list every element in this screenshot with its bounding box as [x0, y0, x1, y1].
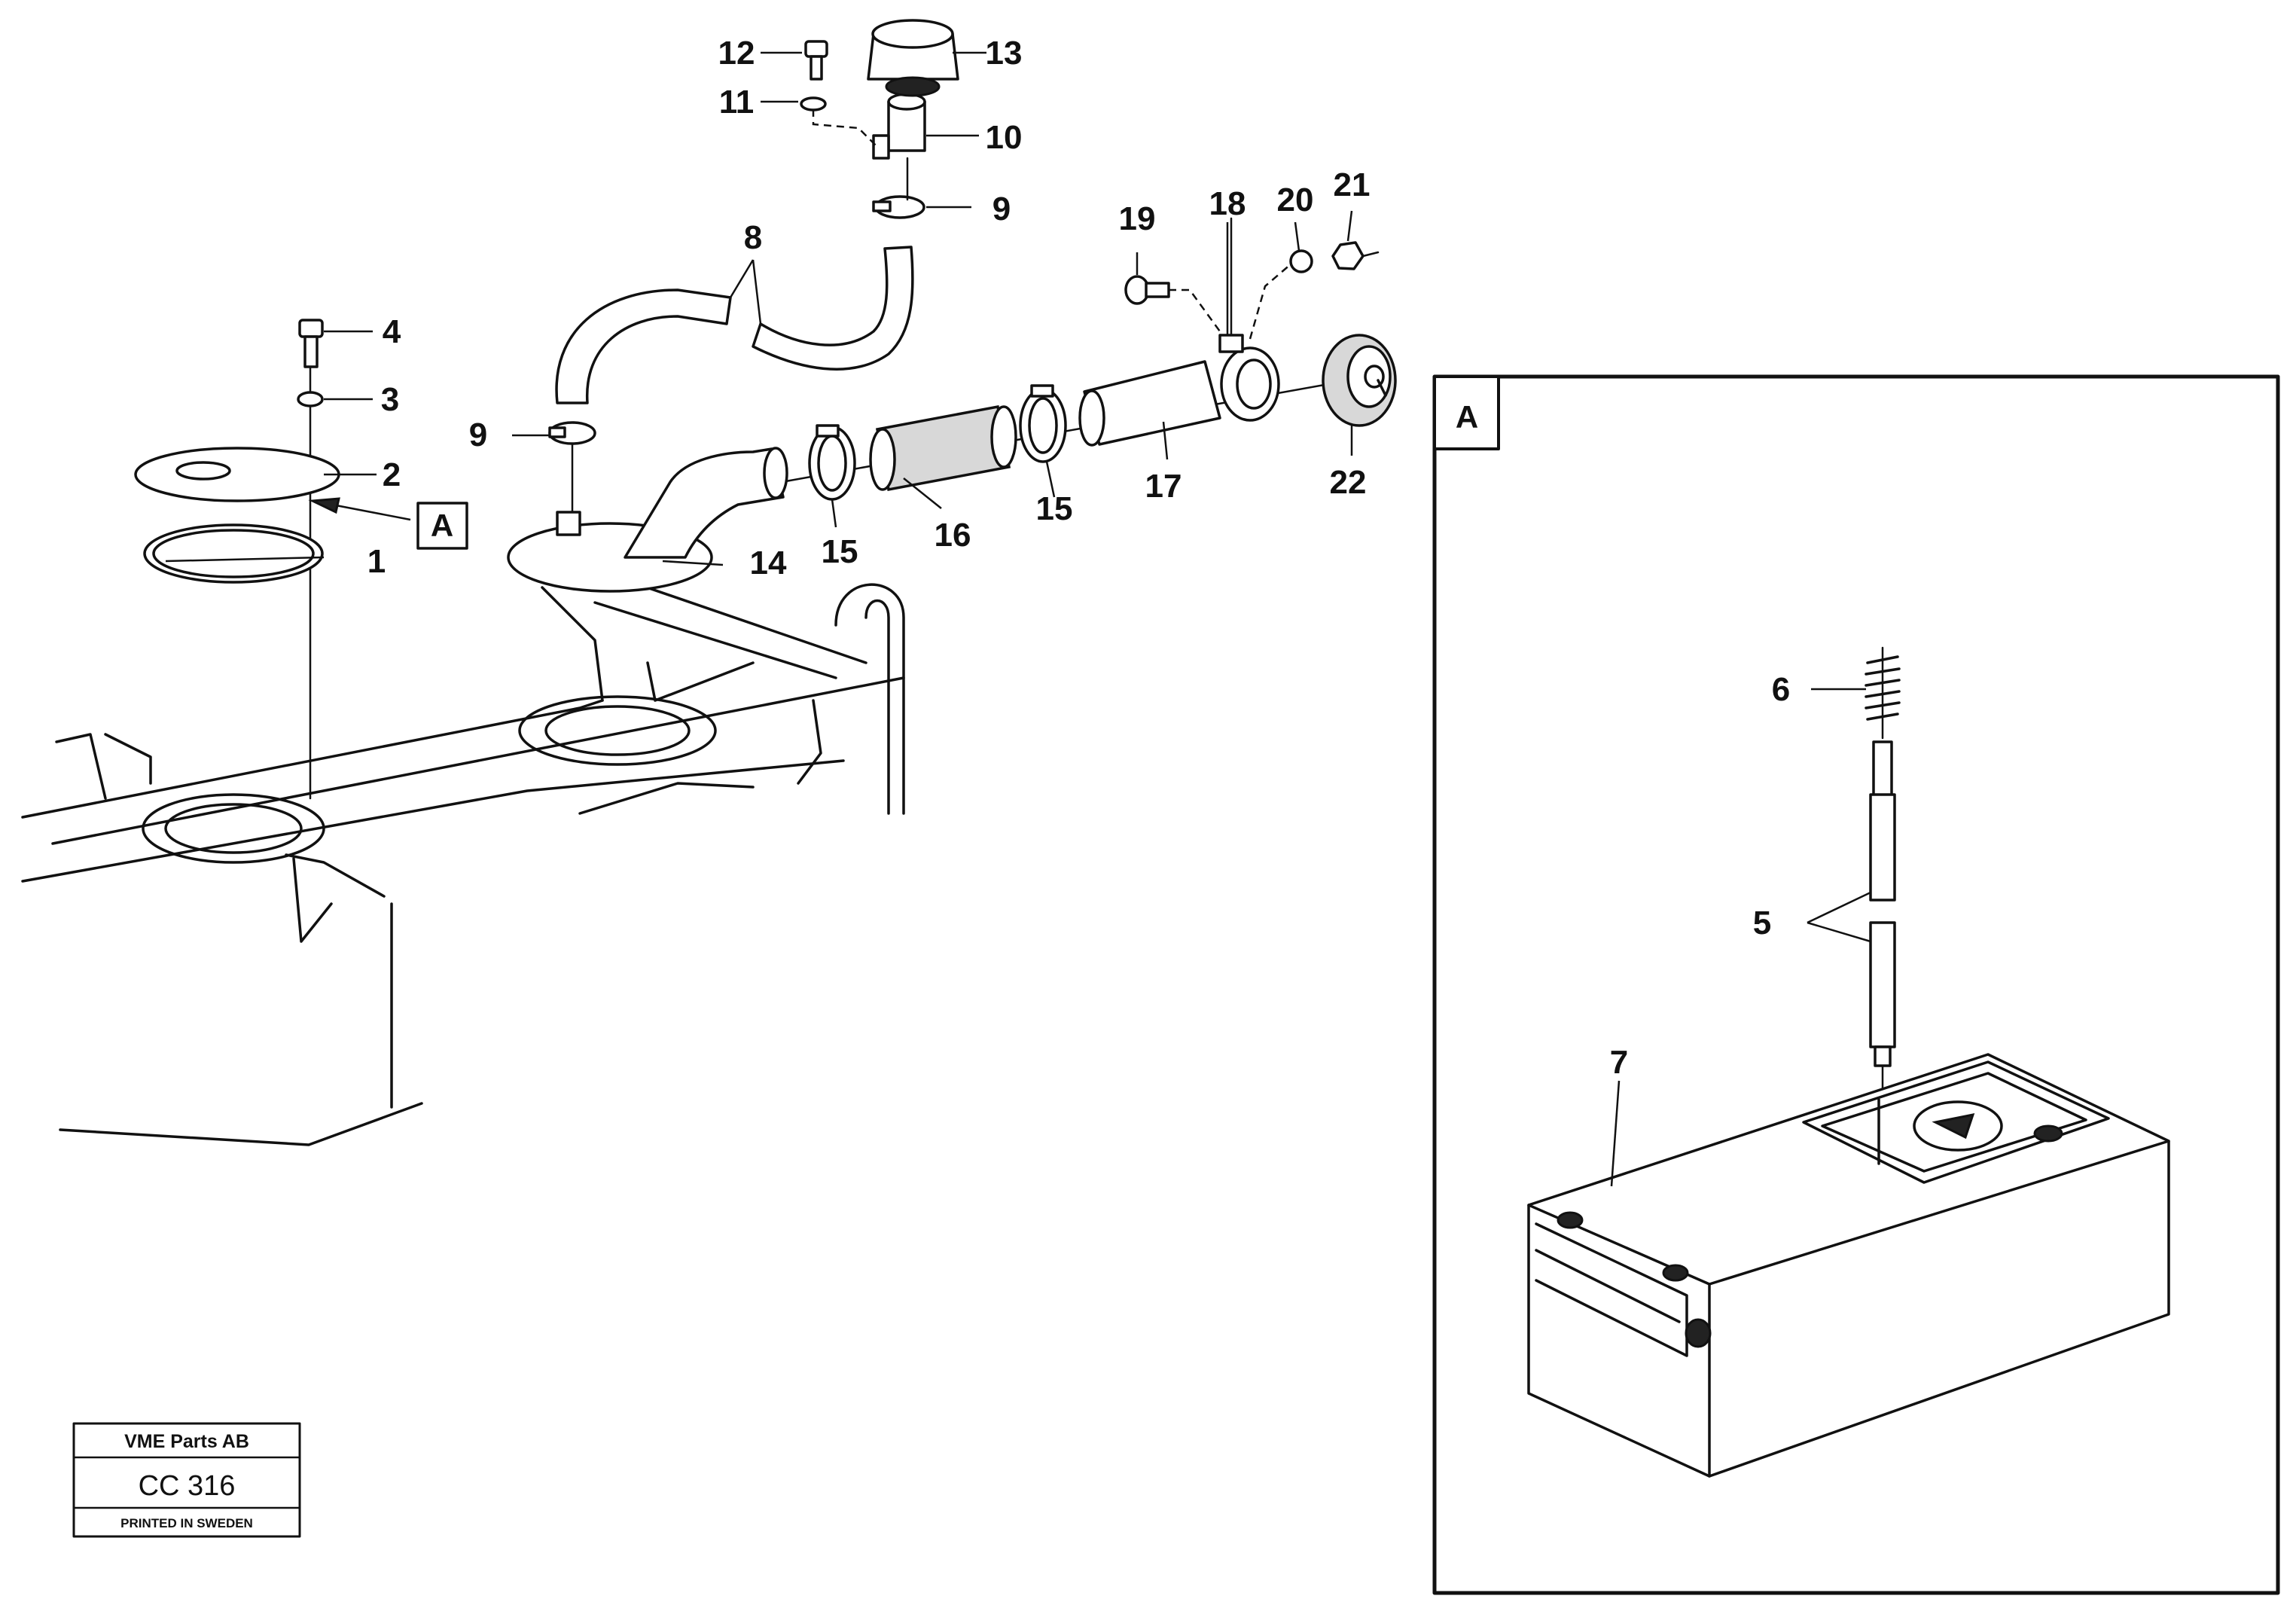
- part-filter-13: [867, 19, 959, 97]
- callout-18: 18: [1209, 185, 1246, 222]
- callout-22: 22: [1330, 464, 1367, 501]
- part-washer-3: [297, 391, 324, 407]
- part-washer-11: [800, 96, 827, 111]
- part-clamp-9b: [872, 195, 925, 219]
- part-washer-20: [1289, 249, 1313, 273]
- callout-12: 12: [718, 35, 755, 72]
- detail-label: A: [1456, 399, 1478, 435]
- callout-20: 20: [1277, 182, 1314, 218]
- callout-21: 21: [1334, 166, 1371, 203]
- part-cover-plate-2: [134, 447, 340, 502]
- callout-13: 13: [986, 35, 1023, 72]
- callout-8: 8: [744, 219, 762, 256]
- title-block-printed: PRINTED IN SWEDEN: [120, 1516, 253, 1530]
- part-hose-8b: [752, 246, 914, 371]
- part-rod-5: [1869, 740, 1896, 1165]
- callout-11: 11: [719, 84, 755, 121]
- title-block-company: VME Parts AB: [124, 1431, 249, 1452]
- part-clamp-15a: [808, 424, 856, 501]
- filler-neck-assembly: [507, 217, 1397, 593]
- part-gasket-1: [143, 523, 324, 584]
- callout-15a: 15: [822, 533, 858, 570]
- callout-7: 7: [1610, 1044, 1628, 1081]
- title-block-code: CC 316: [139, 1470, 236, 1502]
- callout-6: 6: [1772, 671, 1790, 708]
- detail-view-a: A: [1432, 374, 2280, 1595]
- part-nut-21: [1331, 241, 1364, 270]
- callout-17: 17: [1145, 468, 1182, 505]
- callout-3: 3: [381, 381, 399, 418]
- part-flange-14: [507, 447, 788, 593]
- detail-ref-box: [416, 502, 468, 550]
- part-clamp-9a: [548, 421, 596, 514]
- callout-15b: 15: [1036, 490, 1073, 527]
- cover-assembly: A: [134, 319, 468, 800]
- callout-1: 1: [367, 543, 386, 580]
- callout-4: 4: [383, 313, 401, 350]
- tank-body: [21, 578, 905, 1146]
- part-housing-7: [1527, 1053, 2170, 1478]
- callout-leaders: [165, 51, 1353, 566]
- callout-9a: 9: [469, 417, 487, 453]
- part-clamp-15b: [1019, 384, 1067, 463]
- part-hose-8a: [555, 288, 732, 404]
- callout-5: 5: [1753, 905, 1771, 941]
- callout-19: 19: [1119, 200, 1156, 237]
- part-filler-cap-22: [1322, 334, 1397, 427]
- callout-10: 10: [986, 119, 1023, 156]
- part-screw-12: [804, 40, 828, 81]
- part-bracket-18: [1218, 217, 1244, 353]
- part-screw-19: [1124, 275, 1221, 332]
- part-valve-10: [872, 93, 926, 160]
- breather-assembly: [548, 19, 959, 514]
- callout-9b: 9: [992, 191, 1011, 227]
- callout-numbers: 1 2 3 4 9 14 15 16 15 17 22 19 18 20 21 …: [367, 35, 1371, 581]
- detail-ref-label: A: [431, 508, 453, 543]
- part-spring-6: [1865, 646, 1901, 740]
- callout-14: 14: [750, 545, 787, 581]
- part-filler-tube-17: [1078, 346, 1280, 447]
- title-block: VME Parts AB CC 316 PRINTED IN SWEDEN: [72, 1422, 301, 1538]
- part-hose-16: [869, 404, 1017, 492]
- part-bolt-4: [298, 319, 324, 368]
- callout-16: 16: [935, 517, 971, 554]
- callout-2: 2: [383, 456, 401, 493]
